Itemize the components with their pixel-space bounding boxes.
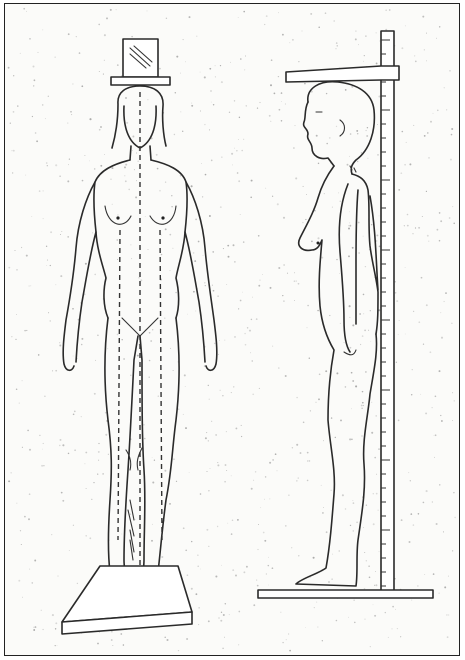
side-body-front [296, 166, 377, 586]
front-right-leg [140, 318, 179, 588]
front-view-figure [62, 39, 217, 634]
side-hair [308, 82, 375, 174]
side-view-figure [258, 31, 433, 598]
side-arm [339, 184, 358, 352]
head-block [111, 39, 170, 85]
front-right-arm [185, 182, 217, 370]
front-hair [112, 86, 166, 148]
stadiometer [258, 31, 433, 598]
scale-platform [62, 566, 192, 634]
front-left-arm [63, 182, 96, 370]
